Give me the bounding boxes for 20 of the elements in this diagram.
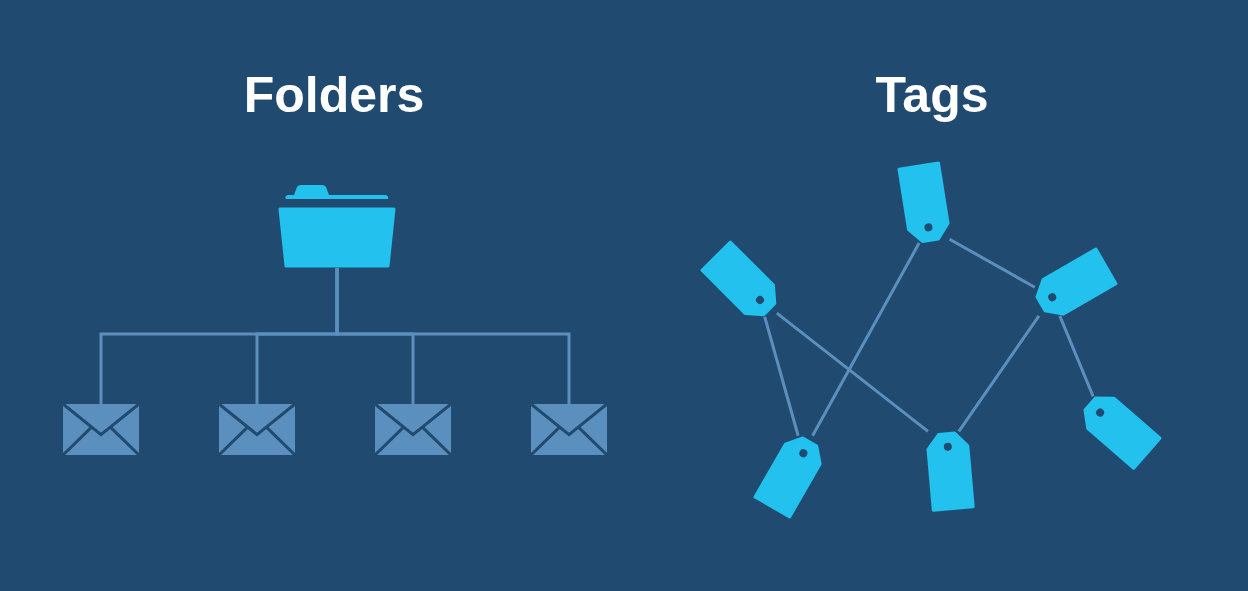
folder-icon [278,185,396,268]
envelope-icon [531,404,607,455]
tag-icon [926,431,976,513]
connector-line [1058,315,1095,397]
connector-line [763,316,800,437]
envelope-icon [219,404,295,455]
heading: Folders [243,66,425,124]
connector-line [948,237,1036,289]
tag-icon [752,435,822,519]
envelope-icon [375,404,451,455]
heading: Tags [875,66,989,124]
envelope-icon [63,404,139,455]
tag-icon [1034,246,1118,316]
tag-icon [896,160,950,244]
tag-icon [700,240,777,317]
connector-line [335,268,571,404]
connector-line [775,312,929,433]
connector-line [957,314,1041,433]
tag-icon [1082,396,1162,471]
connector-line [811,242,921,437]
